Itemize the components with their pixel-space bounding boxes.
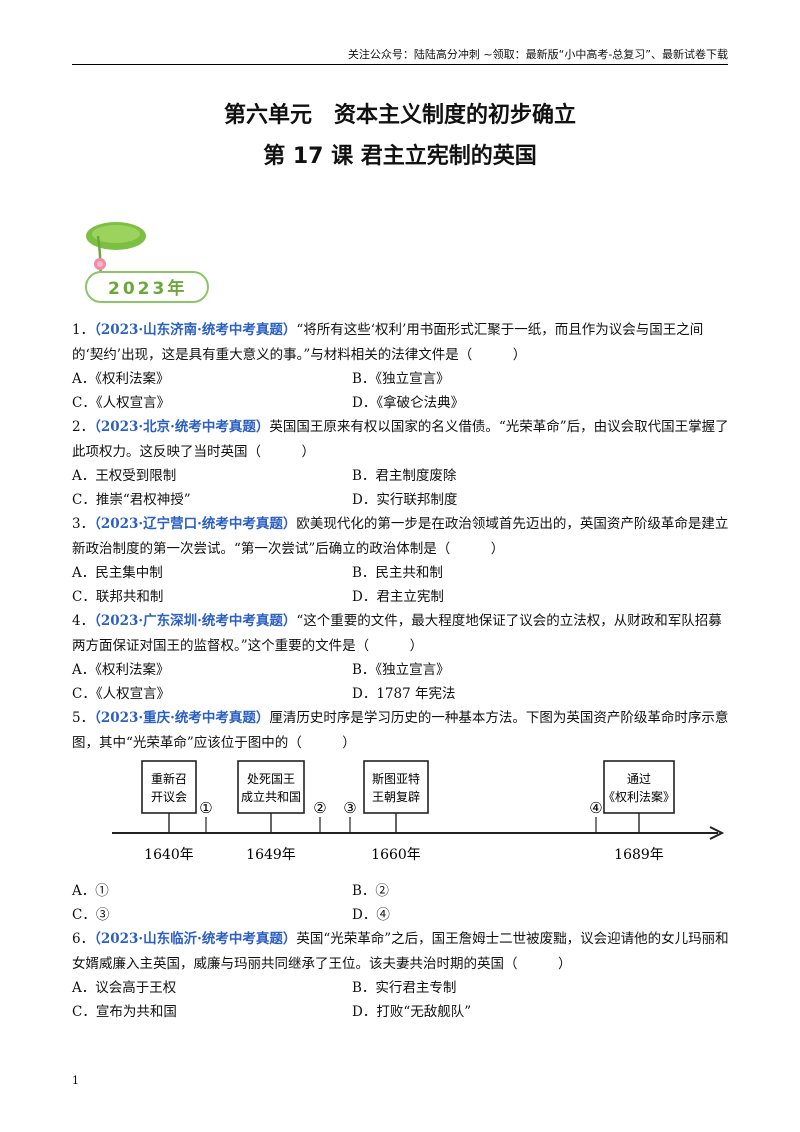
event-label: 重新召 — [151, 771, 187, 786]
question-source: （2023·广东深圳·统考中考真题） — [94, 613, 297, 629]
question-3: 3．（2023·辽宁营口·统考中考真题）欧美现代化的第一步是在政治领域首先迈出的… — [72, 512, 732, 609]
event-label: 开议会 — [151, 790, 187, 804]
question-text: 英国国王原来有权以国家的名义借债。“光荣革命”后，由议会取代国王掌握了此项权力。… — [72, 419, 729, 460]
year-badge: 2023年 — [85, 222, 209, 303]
question-number: 6． — [72, 931, 95, 947]
question-text: 厘清历史时序是学习历史的一种基本方法。下图为英国资产阶级革命时序示意图，其中“光… — [72, 710, 729, 751]
option-a: A．议会高于王权 — [72, 980, 177, 996]
option-c: C．《人权宣言》 — [72, 686, 171, 702]
timeline-arrowhead — [709, 826, 725, 840]
event-label: 《权利法案》 — [603, 789, 675, 804]
question-source: （2023·山东临沂·统考中考真题） — [94, 931, 297, 947]
page-header: 关注公众号：陆陆高分冲刺 ~领取：最新版“小中高考-总复习”、最新试卷下载 — [347, 48, 728, 61]
option-a: A．《权利法案》 — [72, 662, 170, 678]
question-1: 1．（2023·山东济南·统考中考真题）“将所有这些‘权利’用书面形式汇聚于一纸… — [72, 318, 732, 415]
option-b: B．君主制度废除 — [352, 468, 457, 484]
option-b: B．② — [352, 883, 389, 899]
option-d: D．实行联邦制度 — [352, 492, 458, 508]
option-c: C．推崇“君权神授” — [72, 492, 191, 508]
option-d: D．打败“无敌舰队” — [352, 1004, 472, 1020]
question-text: 欧美现代化的第一步是在政治领域首先迈出的，英国资产阶级革命是建立新政治制度的第一… — [72, 516, 729, 557]
badge-year-text: 2023年 — [108, 278, 187, 299]
svg-text:④: ④ — [589, 799, 602, 817]
svg-text:①: ① — [199, 799, 212, 817]
timeline-marker-3: ③ — [343, 799, 357, 833]
question-number: 2． — [72, 419, 95, 435]
lesson-title: 第 17 课 君主立宪制的英国 — [263, 144, 537, 169]
option-d: D．君主立宪制 — [352, 589, 444, 605]
question-number: 1． — [72, 322, 95, 338]
question-5: 5．（2023·重庆·统考中考真题）厘清历史时序是学习历史的一种基本方法。下图为… — [72, 706, 732, 927]
question-text: 英国“光荣革命”之后，国王詹姆士二世被废黜，议会迎请他的女儿玛丽和女婿威廉入主英… — [72, 931, 729, 972]
revolution-timeline-figure: 重新召 开议会 处死国王 成立共和国 斯图亚特 王朝复辟 通过 — [112, 760, 725, 863]
option-b: B．实行君主专制 — [352, 980, 457, 996]
timeline-marker-1: ① — [199, 799, 213, 833]
option-d: D．《拿破仑法典》 — [352, 395, 465, 411]
option-a: A．《权利法案》 — [72, 371, 170, 387]
question-source: （2023·北京·统考中考真题） — [94, 419, 270, 435]
event-label: 王朝复辟 — [372, 789, 420, 804]
option-c: C．③ — [72, 907, 110, 923]
question-6: 6．（2023·山东临沂·统考中考真题）英国“光荣革命”之后，国王詹姆士二世被废… — [72, 927, 732, 1024]
page-number: 1 — [72, 1074, 79, 1087]
timeline-event-box: 通过 《权利法案》 — [603, 760, 675, 833]
option-a: A．王权受到限制 — [72, 468, 177, 484]
question-list: 1．（2023·山东济南·统考中考真题）“将所有这些‘权利’用书面形式汇聚于一纸… — [72, 318, 732, 1024]
question-number: 5． — [72, 710, 95, 726]
event-label: 处死国王 — [247, 772, 295, 786]
option-b: B．《独立宣言》 — [352, 371, 450, 387]
event-label: 斯图亚特 — [372, 771, 420, 786]
question-source: （2023·重庆·统考中考真题） — [94, 710, 270, 726]
year-label: 1660年 — [371, 847, 421, 863]
option-a: A．① — [72, 883, 109, 899]
event-label: 成立共和国 — [241, 789, 301, 804]
timeline-event-box: 处死国王 成立共和国 — [237, 760, 305, 833]
timeline-event-box: 斯图亚特 王朝复辟 — [363, 760, 429, 833]
question-2: 2．（2023·北京·统考中考真题）英国国王原来有权以国家的名义借债。“光荣革命… — [72, 415, 732, 512]
option-d: D．④ — [352, 907, 390, 923]
svg-text:②: ② — [313, 799, 326, 817]
year-label: 1640年 — [144, 847, 194, 863]
year-label: 1649年 — [246, 847, 296, 863]
option-c: C．《人权宣言》 — [72, 395, 171, 411]
question-number: 4． — [72, 613, 95, 629]
option-c: C．联邦共和制 — [72, 589, 164, 605]
option-a: A．民主集中制 — [72, 565, 163, 581]
event-label: 通过 — [627, 772, 651, 786]
header-divider — [72, 64, 728, 65]
question-text: “这个重要的文件，最大程度地保证了议会的立法权，从财政和军队招募两方面保证对国王… — [72, 613, 722, 654]
unit-title: 第六单元 资本主义制度的初步确立 — [223, 103, 576, 128]
question-text: “将所有这些‘权利’用书面形式汇聚于一纸，而且作为议会与国王之间的‘契约’出现，… — [72, 322, 704, 363]
year-label: 1689年 — [614, 847, 664, 863]
timeline-marker-4: ④ — [589, 799, 603, 833]
timeline-marker-2: ② — [313, 799, 327, 833]
option-b: B．《独立宣言》 — [352, 662, 450, 678]
option-c: C．宣布为共和国 — [72, 1004, 177, 1020]
question-4: 4．（2023·广东深圳·统考中考真题）“这个重要的文件，最大程度地保证了议会的… — [72, 609, 732, 706]
timeline-event-box: 重新召 开议会 — [141, 760, 197, 833]
svg-text:③: ③ — [343, 799, 356, 817]
option-b: B．民主共和制 — [352, 565, 443, 581]
question-source: （2023·辽宁营口·统考中考真题） — [94, 516, 297, 532]
question-source: （2023·山东济南·统考中考真题） — [94, 322, 297, 338]
option-d: D．1787 年宪法 — [352, 686, 456, 702]
question-number: 3． — [72, 516, 95, 532]
